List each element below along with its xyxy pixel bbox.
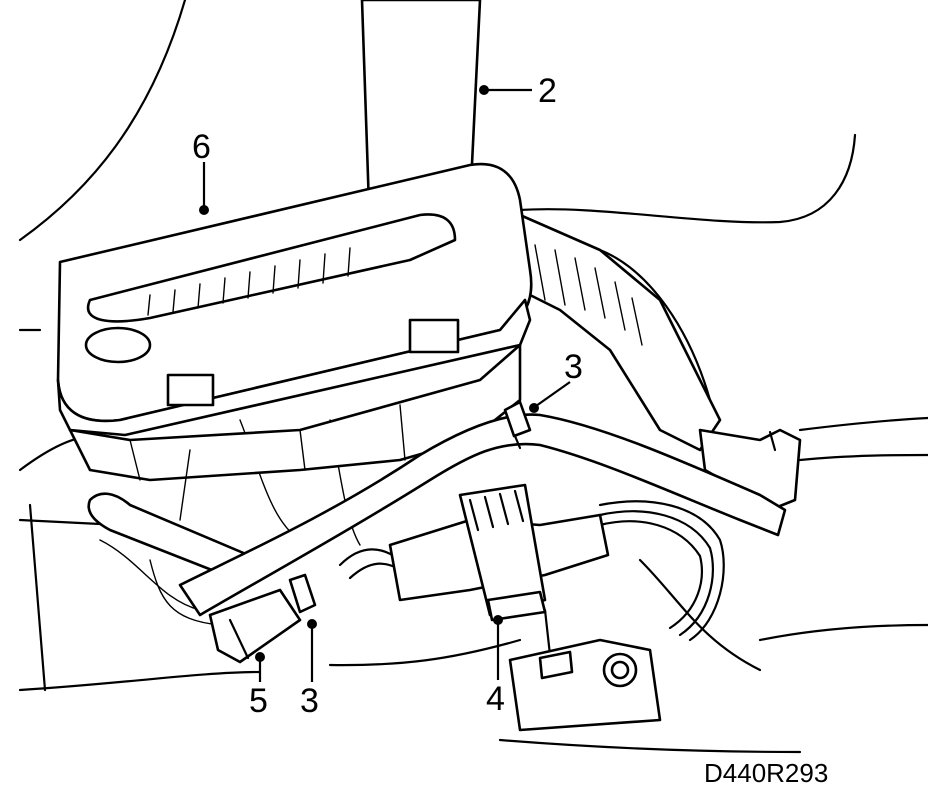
- callout-3-bottom-label: 3: [300, 682, 319, 720]
- selector-cover: [56, 162, 533, 521]
- figure-reference-code: D440R293: [704, 758, 828, 788]
- wiring-harness: [178, 400, 787, 664]
- connector: [388, 483, 610, 657]
- callout-2: 2: [479, 72, 557, 110]
- callout-3-bottom: 3: [300, 619, 319, 720]
- callout-6-label: 6: [192, 128, 211, 166]
- callout-4: 4: [486, 615, 505, 718]
- guide-rail: [518, 213, 802, 512]
- callout-6: 6: [192, 128, 211, 215]
- callout-5-label: 5: [249, 682, 268, 720]
- callout-5: 5: [249, 652, 268, 720]
- callout-2-label: 2: [538, 72, 557, 110]
- mounting-bracket: [508, 638, 662, 732]
- callout-3-top: 3: [529, 348, 583, 413]
- callout-4-label: 4: [486, 680, 505, 718]
- callout-3-top-label: 3: [564, 348, 583, 386]
- body-contours: [18, 0, 928, 754]
